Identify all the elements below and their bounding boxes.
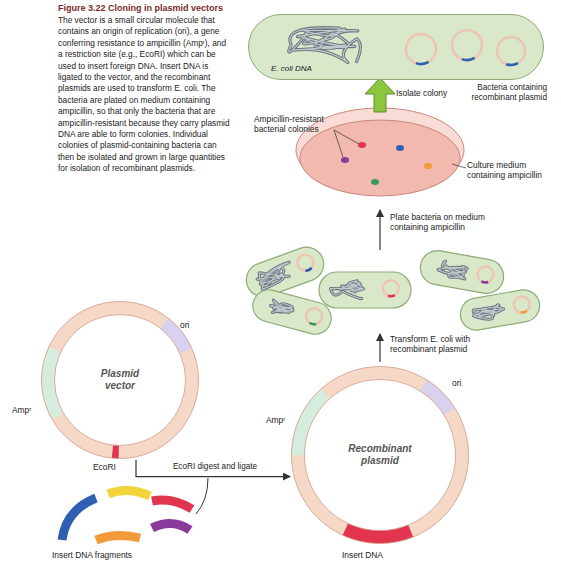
chromosome-dna bbox=[437, 260, 468, 280]
small-plasmid bbox=[406, 34, 436, 64]
chromosome-dna-highlight bbox=[472, 304, 504, 322]
callout-label: Plate bacteria on medium containing ampi… bbox=[390, 212, 486, 232]
dna-fragment bbox=[62, 498, 96, 540]
plasmid-segment bbox=[423, 385, 449, 411]
plasmid-name: Recombinant plasmid bbox=[348, 443, 412, 467]
chromosome-dna-highlight bbox=[289, 28, 361, 63]
node-center: Plasmid vector bbox=[40, 300, 200, 460]
ring-outline bbox=[292, 367, 469, 544]
bacterium-cell bbox=[319, 272, 411, 308]
callout-label: Ampʳ bbox=[12, 405, 42, 415]
chromosome-dna-highlight bbox=[331, 281, 364, 299]
edge-label: EcoRI digest and ligate bbox=[169, 462, 261, 472]
bacterium bbox=[242, 242, 329, 301]
bacterium-cell bbox=[458, 287, 542, 332]
dna-fragment bbox=[96, 535, 140, 540]
bacterial-colony bbox=[396, 145, 404, 151]
dna-fragment bbox=[152, 500, 192, 509]
node-heading: Bacteria containing recombinant plasmid bbox=[471, 83, 547, 103]
callout-label: Insert DNA fragments bbox=[52, 550, 172, 560]
chromosome-dna-highlight bbox=[437, 260, 468, 280]
plasmid-segment bbox=[298, 394, 325, 455]
callout-label: Ampʳ bbox=[266, 415, 296, 425]
small-plasmid bbox=[452, 30, 482, 60]
dna-fragment bbox=[152, 523, 190, 530]
callout-label: Transform E. coli with recombinant plasm… bbox=[390, 334, 476, 354]
plasmid-insert bbox=[506, 63, 518, 65]
chromosome-dna bbox=[289, 28, 361, 63]
bracket-line bbox=[196, 478, 208, 514]
step-arrow bbox=[379, 334, 380, 362]
bacterial-colony bbox=[424, 163, 432, 169]
plasmid-insert bbox=[462, 58, 475, 60]
step-arrow bbox=[379, 210, 380, 250]
plasmid-segment bbox=[48, 350, 58, 416]
plasmid-insert bbox=[520, 311, 527, 313]
callout-label: Isolate colony bbox=[396, 88, 466, 98]
callout-label: ori bbox=[180, 320, 210, 330]
small-plasmid bbox=[497, 37, 525, 65]
plasmid-circle: Plasmid vector bbox=[40, 300, 200, 460]
ring-outline bbox=[305, 380, 456, 531]
chromosome-dna-highlight bbox=[269, 300, 294, 318]
bacterium-cell bbox=[418, 248, 507, 296]
small-plasmid bbox=[295, 252, 316, 273]
leader-line bbox=[334, 130, 359, 144]
plasmid-name: Plasmid vector bbox=[88, 368, 152, 392]
plasmid-insert bbox=[305, 268, 312, 271]
bacterial-colony bbox=[371, 179, 379, 185]
process-arrow bbox=[136, 460, 290, 477]
bacterial-colony bbox=[341, 157, 349, 163]
chromosome-dna bbox=[255, 262, 294, 290]
figure-title: Figure 3.22 Cloning in plasmid vectors bbox=[58, 3, 230, 14]
bacterium bbox=[458, 287, 542, 332]
culture-medium bbox=[300, 120, 460, 196]
bacterium bbox=[418, 248, 507, 296]
plasmid-ring bbox=[48, 308, 192, 452]
chromosome-dna-highlight bbox=[255, 262, 294, 290]
small-plasmid bbox=[304, 306, 324, 326]
isolate-arrow bbox=[365, 78, 395, 112]
dna-fragment bbox=[108, 490, 150, 496]
ring-outline bbox=[42, 302, 199, 459]
callout-label: Culture medium containing ampicillin bbox=[467, 160, 549, 180]
ring-outline bbox=[55, 315, 186, 446]
plasmid-insert bbox=[388, 295, 395, 296]
bacterial-colony bbox=[358, 142, 366, 148]
plasmid-ring bbox=[298, 373, 462, 537]
plasmid-circle: Recombinant plasmid bbox=[290, 365, 470, 545]
part-label: E. coli DNA bbox=[271, 64, 331, 74]
callout-label: ori bbox=[452, 378, 482, 388]
bacterium bbox=[319, 272, 411, 308]
chromosome-dna bbox=[269, 300, 294, 318]
plasmid-insert bbox=[416, 62, 429, 64]
figure-caption: The vector is a small circular molecule … bbox=[58, 15, 230, 175]
chromosome-dna bbox=[472, 304, 504, 322]
callout-label: EcoRI bbox=[93, 462, 133, 472]
callout-label: Insert DNA bbox=[342, 550, 412, 560]
bacterium-cell bbox=[242, 242, 329, 301]
plasmid-insert bbox=[481, 281, 488, 283]
small-plasmid bbox=[476, 265, 495, 284]
bacterium-cell: Bacteria containing recombinant plasmidE… bbox=[248, 14, 544, 80]
node-center: Recombinant plasmid bbox=[290, 365, 470, 545]
chromosome-dna bbox=[331, 281, 364, 299]
small-plasmid bbox=[383, 280, 399, 296]
leader-line bbox=[452, 164, 466, 168]
plasmid-segment bbox=[112, 445, 118, 458]
plasmid-insert bbox=[309, 322, 316, 325]
callout-label: Ampicillin-resistant bacterial colonies bbox=[254, 114, 334, 134]
small-plasmid bbox=[513, 295, 532, 314]
